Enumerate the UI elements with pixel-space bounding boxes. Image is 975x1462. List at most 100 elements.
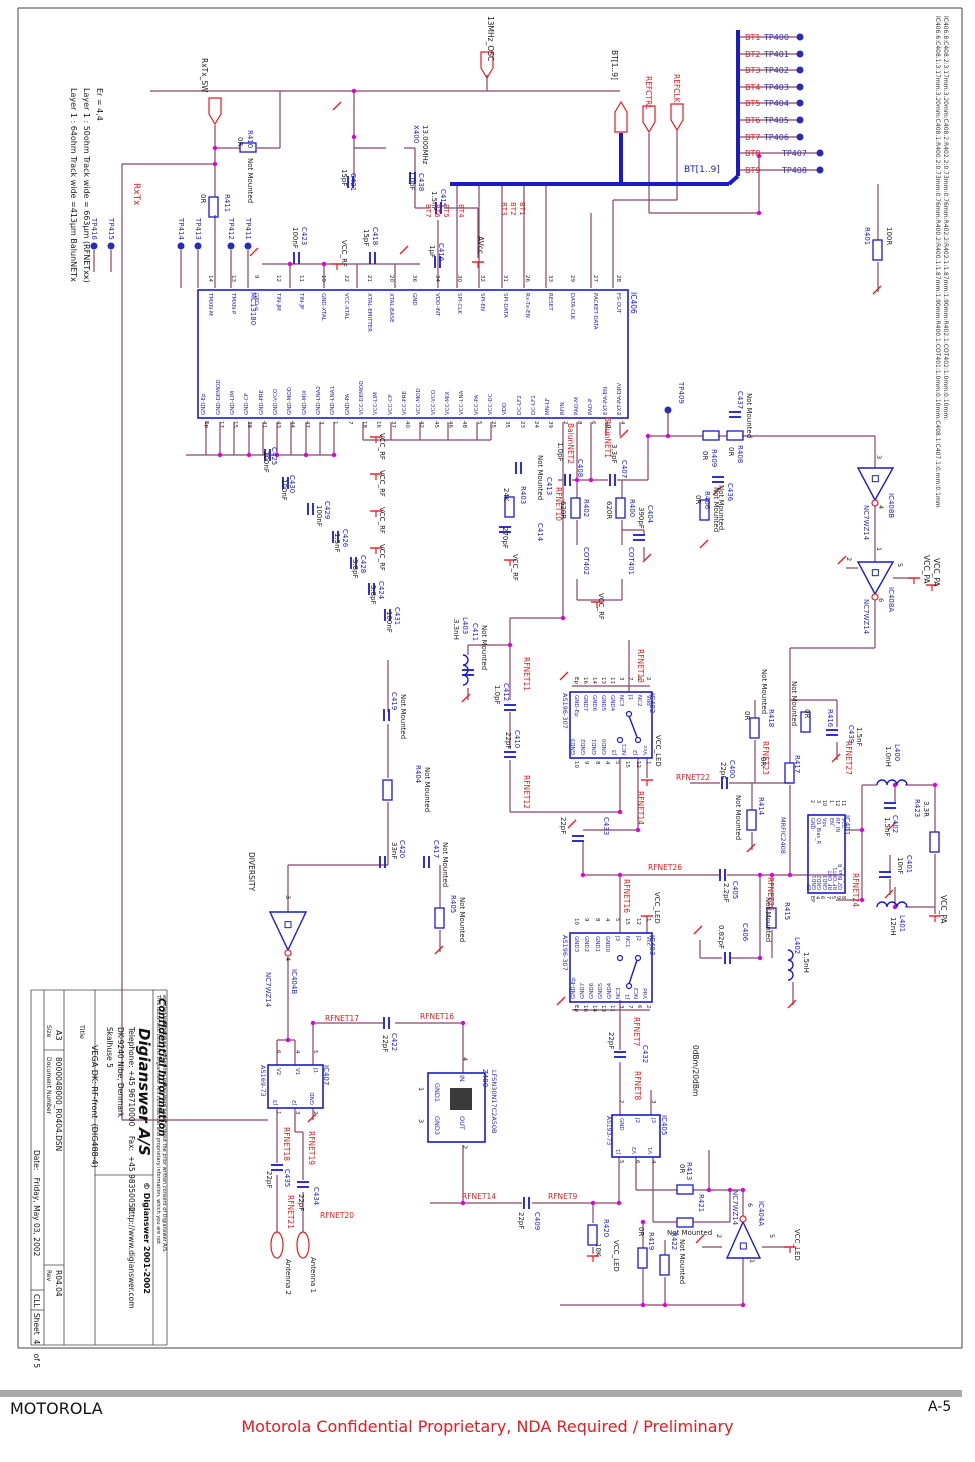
drawing-title: VEGA DK: RF-front (DIG488-4) bbox=[90, 1045, 99, 1168]
schematic-label: 6 bbox=[819, 896, 826, 900]
schematic-label: 0R bbox=[701, 451, 709, 461]
resistor bbox=[872, 239, 883, 261]
schematic-label: 44 bbox=[289, 421, 296, 428]
schematic-label: 0R bbox=[678, 1164, 686, 1174]
testpoint-dot bbox=[796, 99, 804, 107]
footer-divider bbox=[0, 1390, 962, 1397]
schematic-label: C425 bbox=[270, 447, 278, 466]
schematic-label: LFSN30N17C2A50B bbox=[490, 1070, 498, 1134]
ground-stub bbox=[887, 821, 897, 831]
junction-dot bbox=[590, 1200, 596, 1206]
schematic-label: GND-CP bbox=[244, 393, 251, 415]
schematic-label: Q1_Bias_R bbox=[815, 818, 822, 845]
schematic-label: MN-LF bbox=[545, 397, 552, 415]
schematic-label: C421 bbox=[349, 173, 357, 192]
schematic-label: Not Mounted bbox=[764, 897, 772, 943]
schematic-label: 620R bbox=[559, 501, 567, 520]
schematic-label: 0.82pF bbox=[717, 925, 725, 950]
schematic-label: GND2 bbox=[581, 738, 588, 755]
schematic-label: GND-LIM bbox=[229, 390, 236, 415]
footer-page-number: A-5 bbox=[928, 1399, 952, 1415]
schematic-label: R406 bbox=[703, 491, 711, 510]
schematic-label: C404 bbox=[646, 505, 654, 524]
junction-dot bbox=[740, 1187, 746, 1193]
junction-dot bbox=[662, 1302, 668, 1308]
antenna-port bbox=[296, 1231, 310, 1259]
schematic-label: EP bbox=[808, 896, 815, 903]
schematic-label: 6 bbox=[746, 1203, 754, 1208]
schematic-label: VCC_RF bbox=[378, 544, 386, 571]
schematic-label: TP412 bbox=[227, 218, 235, 240]
schematic-label: VCC_PA bbox=[922, 555, 931, 584]
schematic-label: PAO-P bbox=[588, 398, 595, 415]
schematic-label: C400 bbox=[728, 760, 736, 779]
schematic-label: C408 bbox=[576, 459, 584, 478]
schematic-label: 16 bbox=[581, 677, 588, 684]
schematic-label: GND-LNA1 bbox=[330, 385, 337, 415]
schematic-label: RFNET22 bbox=[676, 773, 710, 782]
schematic-label: RFNET21 bbox=[286, 1195, 295, 1229]
schematic-label: GND3 bbox=[433, 1116, 441, 1136]
schematic-label: 12 bbox=[634, 761, 641, 768]
junction-dot bbox=[645, 433, 651, 439]
schematic-label: R411 bbox=[223, 194, 231, 213]
schematic-label: TP416 bbox=[90, 218, 98, 240]
schematic-label: 15 bbox=[231, 421, 238, 428]
schematic-label: GND-MIX bbox=[301, 390, 308, 415]
phone-fax: Telephone: +45 96710000 Fax: +45 9835005… bbox=[127, 1027, 136, 1213]
inverter-triangle bbox=[856, 467, 895, 502]
schematic-label: RFNET27 bbox=[844, 741, 853, 775]
schematic-label: 13 bbox=[599, 1005, 606, 1012]
testpoint-dot bbox=[796, 33, 804, 41]
schematic-label: Vdd bbox=[645, 695, 652, 706]
schematic-label: VCC_PA bbox=[932, 558, 941, 587]
bt-signal-label: BT6 bbox=[745, 116, 761, 125]
schematic-label: Q2_Bias_R bbox=[838, 863, 845, 890]
schematic-label: RFNET8 bbox=[633, 1071, 642, 1101]
schematic-label: C439 bbox=[847, 725, 855, 744]
schematic-label: GND bbox=[809, 818, 816, 830]
bt-signal-label: BT3 bbox=[745, 66, 761, 75]
bt-signal-label: BT2 bbox=[745, 50, 761, 59]
schematic-label: 41 bbox=[260, 421, 267, 428]
revision: R04.04 bbox=[54, 1270, 63, 1297]
footer-confidential-notice: Motorola Confidential Proprietary, NDA R… bbox=[241, 1417, 734, 1436]
schematic-label: C405 bbox=[731, 881, 739, 900]
schematic-label: REFCTRL bbox=[644, 76, 653, 110]
schematic-label: 22pF bbox=[719, 762, 727, 780]
schematic-label: RxTx bbox=[131, 183, 141, 206]
schematic-label: RFNET24 bbox=[851, 873, 860, 907]
schematic-label: R410 bbox=[246, 130, 254, 149]
schematic-label: 270pF bbox=[501, 527, 509, 549]
schematic-label: 1μF bbox=[428, 245, 436, 258]
schematic-label: NC1 bbox=[624, 936, 631, 948]
schematic-label: C422 bbox=[390, 1033, 398, 1052]
ground-stub bbox=[831, 753, 841, 763]
schematic-label: TP415 bbox=[107, 218, 115, 240]
schematic-label: DC-LF2 bbox=[516, 395, 523, 415]
schematic-label: 620R bbox=[605, 501, 613, 520]
schematic-label: GND3 bbox=[571, 738, 578, 755]
margin-note-2: IC406.8:C408.2:3.17mm:3.20mm:C408.2:R402… bbox=[942, 16, 949, 421]
title-label: Title bbox=[78, 1025, 86, 1039]
inductor bbox=[876, 901, 908, 908]
schematic-label: C432 bbox=[641, 1045, 649, 1064]
schematic-label: 26 bbox=[524, 275, 531, 282]
schematic-label: IC404B bbox=[290, 969, 298, 995]
schematic-label: V1 bbox=[293, 1068, 300, 1076]
schematic-label: R404 bbox=[414, 765, 422, 784]
inductor bbox=[787, 949, 794, 981]
schematic-label: VCC-LIM bbox=[373, 392, 380, 415]
schematic-label: 47 bbox=[303, 421, 310, 428]
inductor bbox=[462, 654, 469, 686]
schematic-label: R409 bbox=[710, 449, 718, 468]
schematic-label: 13MHz_OSC bbox=[486, 16, 495, 62]
ground-stub bbox=[399, 245, 409, 255]
schematic-label: TP411 bbox=[244, 218, 252, 240]
schematic-label: 39 bbox=[547, 421, 554, 428]
schematic-label: 20 bbox=[388, 275, 395, 282]
schematic-label: 46 bbox=[446, 421, 453, 428]
schematic-label: J1 bbox=[625, 993, 632, 999]
schematic-label: AS169-73 bbox=[259, 1065, 267, 1097]
